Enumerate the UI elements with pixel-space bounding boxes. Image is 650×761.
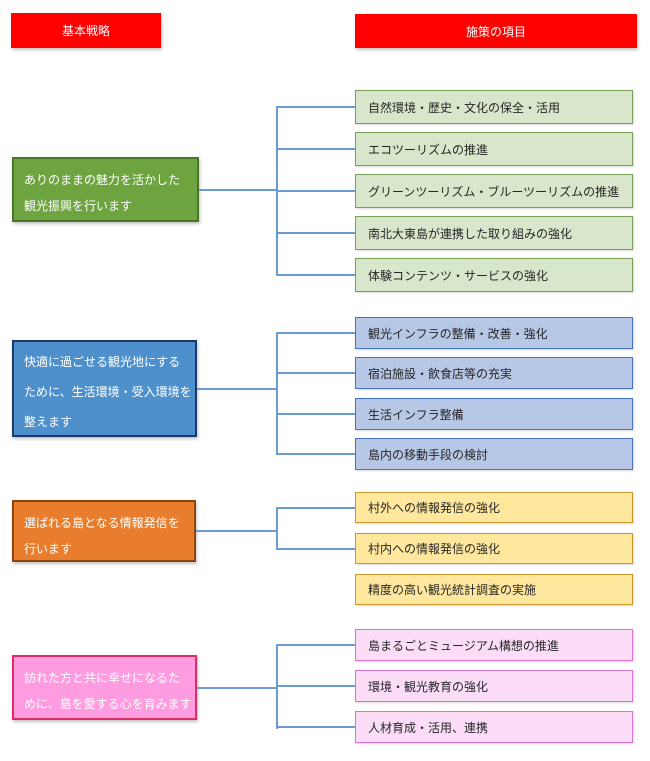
connector-line xyxy=(197,687,277,689)
connector-line xyxy=(276,372,355,374)
strategy-text-line: めに、島を愛する心を育みます xyxy=(24,697,192,711)
connector-line xyxy=(276,507,355,509)
header-policy-items: 施策の項目 xyxy=(355,14,637,48)
policy-item: 村外への情報発信の強化 xyxy=(355,492,633,523)
connector-line xyxy=(276,106,355,108)
strategy-text-line: 訪れた方と共に幸せになるた xyxy=(24,671,181,685)
strategy-box-education: 訪れた方と共に幸せになるた めに、島を愛する心を育みます xyxy=(12,655,197,720)
policy-item: 村内への情報発信の強化 xyxy=(355,533,633,564)
strategy-text-line: 整えます xyxy=(24,415,73,429)
policy-item: 観光インフラの整備・改善・強化 xyxy=(355,317,633,349)
connector-line xyxy=(276,413,355,415)
connector-line xyxy=(196,530,277,532)
connector-line xyxy=(276,332,278,455)
strategy-box-environment: 快適に過ごせる観光地にする ために、生活環境・受入環境を 整えます xyxy=(12,340,197,437)
strategy-text-line: 快適に過ごせる観光地にする xyxy=(24,355,181,369)
connector-line xyxy=(276,274,355,276)
connector-line xyxy=(276,232,355,234)
policy-item: 生活インフラ整備 xyxy=(355,398,633,430)
strategy-text-line: ために、生活環境・受入環境を xyxy=(24,385,192,399)
policy-item: 体験コンテンツ・サービスの強化 xyxy=(355,258,633,292)
policy-item: 宿泊施設・飲食店等の充実 xyxy=(355,357,633,389)
connector-line xyxy=(276,726,355,728)
policy-item: 島内の移動手段の検討 xyxy=(355,438,633,470)
connector-line xyxy=(276,548,355,550)
connector-line xyxy=(197,388,277,390)
policy-item: エコツーリズムの推進 xyxy=(355,132,633,166)
policy-item: 南北大東島が連携した取り組みの強化 xyxy=(355,216,633,250)
policy-item: グリーンツーリズム・ブルーツーリズムの推進 xyxy=(355,174,633,208)
connector-line xyxy=(276,190,355,192)
strategy-text-line: 選ばれる島となる情報発信を xyxy=(24,516,180,530)
connector-line xyxy=(276,332,355,334)
policy-item: 精度の高い観光統計調査の実施 xyxy=(355,574,633,605)
connector-line xyxy=(276,644,355,646)
policy-item: 人材育成・活用、連携 xyxy=(355,711,633,743)
strategy-text-line: 観光振興を行います xyxy=(24,199,133,213)
policy-item: 島まるごとミュージアム構想の推進 xyxy=(355,629,633,661)
header-basic-strategy: 基本戦略 xyxy=(11,13,161,48)
policy-item: 環境・観光教育の強化 xyxy=(355,670,633,702)
connector-line xyxy=(276,685,355,687)
connector-line xyxy=(199,189,277,191)
strategy-box-nature: ありのままの魅力を活かした 観光振興を行います xyxy=(12,157,199,222)
strategy-text-line: 行います xyxy=(24,542,73,556)
connector-line xyxy=(276,148,355,150)
strategy-box-information: 選ばれる島となる情報発信を 行います xyxy=(12,500,196,562)
policy-item: 自然環境・歴史・文化の保全・活用 xyxy=(355,90,633,124)
strategy-text-line: ありのままの魅力を活かした xyxy=(24,173,181,187)
connector-line xyxy=(276,453,355,455)
connector-line xyxy=(276,507,278,550)
